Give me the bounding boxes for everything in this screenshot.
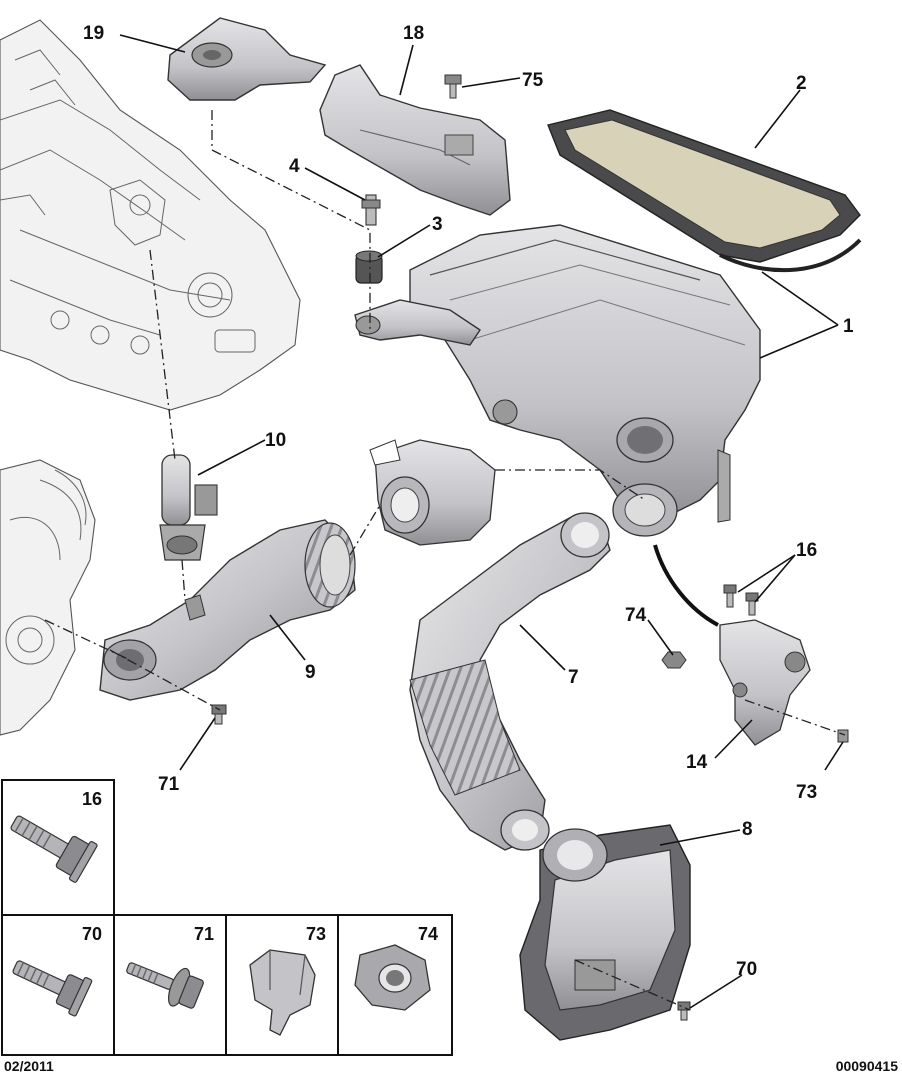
footer-reference-number: 00090415 — [836, 1058, 899, 1074]
callout-1: 1 — [843, 316, 854, 337]
part-4-stud — [361, 194, 381, 226]
callout-4: 4 — [289, 156, 300, 177]
clip-73-icon — [249, 949, 316, 1036]
part-18-bracket — [319, 64, 511, 216]
callout-70: 70 — [736, 959, 757, 980]
assembly-arrow — [653, 544, 719, 627]
callout-labels: 19 18 75 2 4 3 1 10 16 74 9 7 14 71 73 8… — [83, 23, 854, 980]
legend-cell-71 — [113, 914, 227, 1056]
callout-14: 14 — [686, 752, 708, 773]
bolt-71-icon — [126, 962, 204, 1009]
fastener-74 — [661, 651, 687, 669]
intake-connector — [369, 439, 496, 546]
part-8-air-intake — [519, 824, 691, 1041]
part-7-air-duct — [409, 512, 611, 851]
legend-num-74: 74 — [418, 924, 438, 944]
part-75-screw — [444, 74, 462, 99]
part-1-air-filter-housing — [354, 224, 761, 537]
callout-2: 2 — [796, 73, 807, 94]
leader-lines — [119, 34, 844, 1009]
part-14-bracket — [719, 619, 811, 746]
legend-grid: 16 70 71 73 74 — [1, 779, 453, 1056]
legend-num-71: 71 — [194, 924, 214, 944]
fastener-71 — [211, 704, 227, 725]
callout-75: 75 — [522, 70, 544, 91]
callout-10: 10 — [265, 430, 286, 451]
part-10-sensor — [159, 454, 218, 561]
part-9-intake-hose — [99, 519, 356, 701]
callout-73: 73 — [796, 782, 817, 803]
legend-num-70: 70 — [82, 924, 102, 944]
bolt-16-icon — [10, 815, 98, 883]
callout-16: 16 — [796, 540, 817, 561]
fastener-70 — [677, 1001, 691, 1021]
callout-8: 8 — [742, 819, 753, 840]
assembly-lines — [44, 110, 846, 1011]
bolt-70-icon — [12, 960, 93, 1017]
fastener-73 — [837, 729, 849, 743]
footer-date: 02/2011 — [4, 1058, 54, 1074]
callout-7: 7 — [568, 667, 579, 688]
callout-19: 19 — [83, 23, 104, 44]
fastener-16-a — [723, 584, 737, 608]
fastener-16-b — [745, 592, 759, 616]
callout-74: 74 — [625, 605, 647, 626]
legend-num-16: 16 — [82, 789, 102, 809]
part-3-grommet — [355, 250, 383, 284]
callout-3: 3 — [432, 214, 443, 235]
part-2-air-filter-element — [547, 109, 862, 273]
callout-71: 71 — [158, 774, 180, 795]
callout-9: 9 — [305, 662, 316, 683]
part-19-heat-shield — [167, 17, 327, 101]
callout-18: 18 — [403, 23, 424, 44]
legend-num-73: 73 — [306, 924, 326, 944]
nut-74-icon — [354, 944, 431, 1011]
turbocharger — [0, 459, 96, 736]
engine-cylinder-head — [0, 19, 301, 411]
